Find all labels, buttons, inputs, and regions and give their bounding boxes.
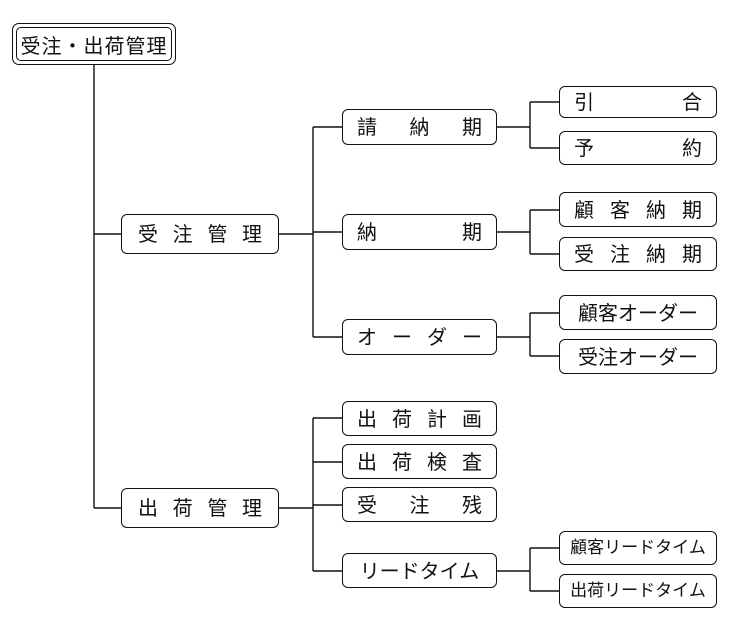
char: 注 bbox=[172, 222, 193, 246]
char: 計 bbox=[427, 406, 447, 431]
char: 注 bbox=[610, 242, 630, 266]
node-label: 出荷リードタイム bbox=[570, 580, 706, 601]
char: 客 bbox=[610, 197, 630, 222]
node-shukka-kensa: 出 荷 検 査 bbox=[342, 444, 497, 479]
node-juchu-order: 受注オーダー bbox=[559, 339, 717, 374]
char: 期 bbox=[462, 220, 482, 244]
char: 顧 bbox=[574, 197, 594, 222]
char: 管 bbox=[207, 222, 228, 246]
char: オ bbox=[357, 325, 377, 349]
node-label: 顧客リードタイム bbox=[570, 537, 706, 558]
char: 受 bbox=[574, 242, 594, 266]
node-kokyaku-nouki: 顧 客 納 期 bbox=[559, 192, 717, 227]
char: 期 bbox=[682, 242, 702, 266]
node-order: オ ー ダ ー bbox=[342, 319, 497, 355]
char: 荷 bbox=[392, 406, 412, 431]
char: 画 bbox=[462, 406, 482, 431]
node-label: 受注オーダー bbox=[578, 344, 698, 369]
node-kokyaku-order: 顧客オーダー bbox=[559, 295, 717, 330]
node-label: リードタイム bbox=[359, 558, 480, 583]
char: 出 bbox=[138, 496, 158, 520]
node-label: 顧客オーダー bbox=[578, 300, 698, 325]
node-kokyaku-leadtime: 顧客リードタイム bbox=[559, 531, 717, 565]
node-leadtime: リードタイム bbox=[342, 553, 497, 588]
node-juchu-nouki: 受 注 納 期 bbox=[559, 237, 717, 271]
char: 出 bbox=[357, 406, 377, 431]
char: 納 bbox=[646, 197, 666, 222]
char: 検 bbox=[427, 449, 447, 474]
node-shukka-keikaku: 出 荷 計 画 bbox=[342, 401, 497, 436]
char: 査 bbox=[462, 449, 482, 474]
char: 管 bbox=[207, 496, 228, 520]
char: 残 bbox=[462, 492, 482, 517]
char: 注 bbox=[409, 492, 430, 517]
node-hikiai: 引 合 bbox=[559, 86, 717, 118]
char: 予 bbox=[574, 136, 594, 160]
char: 期 bbox=[682, 197, 702, 222]
char: 期 bbox=[462, 115, 482, 139]
char: 理 bbox=[241, 222, 262, 246]
char: 引 bbox=[574, 90, 594, 114]
char: 納 bbox=[409, 115, 430, 139]
char: 約 bbox=[682, 136, 702, 160]
node-shukka-kanri: 出 荷 管 理 bbox=[121, 488, 279, 528]
node-shukka-leadtime: 出荷リードタイム bbox=[559, 574, 717, 608]
char: 納 bbox=[357, 220, 377, 244]
char: 荷 bbox=[172, 496, 193, 520]
char: 理 bbox=[241, 496, 262, 520]
char: ー bbox=[462, 325, 482, 349]
char: 納 bbox=[646, 242, 666, 266]
char: 出 bbox=[357, 449, 377, 474]
node-juchu-zan: 受 注 残 bbox=[342, 487, 497, 522]
char: 請 bbox=[357, 115, 377, 139]
char: ダ bbox=[427, 325, 447, 349]
char: ー bbox=[392, 325, 412, 349]
node-juchu-kanri: 受 注 管 理 bbox=[121, 214, 279, 254]
node-uke-nouki: 請 納 期 bbox=[342, 109, 497, 145]
char: 受 bbox=[357, 492, 377, 517]
root-node: 受注・出荷管理 bbox=[12, 23, 176, 65]
node-nouki: 納 期 bbox=[342, 214, 497, 250]
node-yoyaku: 予 約 bbox=[559, 131, 717, 165]
char: 合 bbox=[682, 90, 702, 114]
char: 荷 bbox=[392, 449, 412, 474]
char: 受 bbox=[138, 222, 158, 246]
root-node-label: 受注・出荷管理 bbox=[16, 27, 172, 61]
